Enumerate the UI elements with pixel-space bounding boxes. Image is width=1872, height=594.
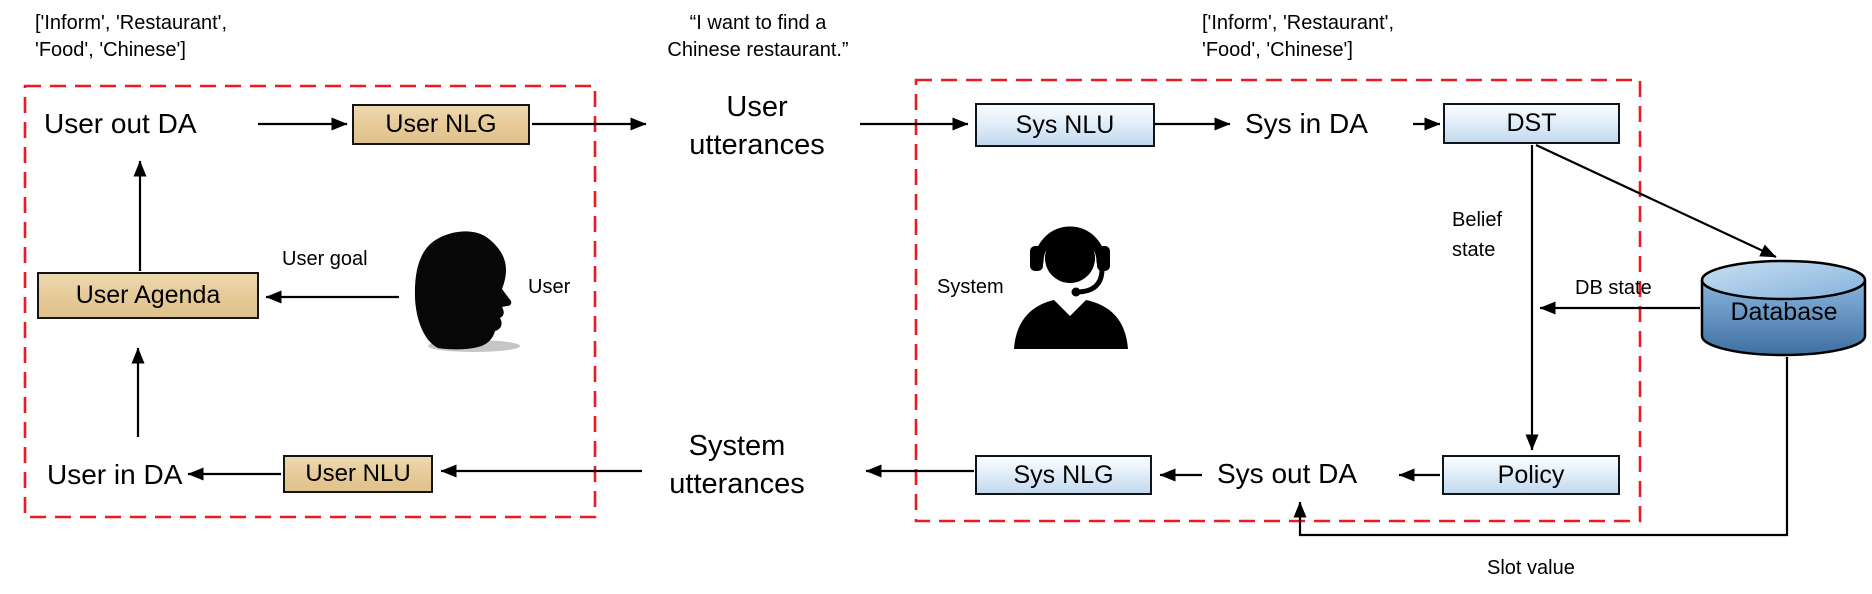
user-nlu-label: User NLU xyxy=(305,460,411,487)
db-state-label: DB state xyxy=(1575,277,1652,299)
database-icon xyxy=(1700,259,1867,357)
user-utterances-label: User utterances xyxy=(689,91,825,161)
flow-arrows xyxy=(131,117,1789,537)
user-agenda-box: User Agenda xyxy=(37,272,259,319)
user-nlu-box: User NLU xyxy=(283,455,433,493)
policy-label: Policy xyxy=(1497,460,1565,489)
system-boundary xyxy=(914,78,1642,523)
user-in-da-label: User in DA xyxy=(47,459,183,490)
system-da-list-annotation: ['Inform', 'Restaurant', 'Food', 'Chines… xyxy=(1202,12,1395,61)
user-nlg-box: User NLG xyxy=(352,104,530,145)
arrow-dst-to-database xyxy=(1535,144,1777,258)
user-goal-label: User goal xyxy=(282,248,368,270)
user-out-da-label: User out DA xyxy=(44,108,197,139)
slot-value-label: Slot value xyxy=(1487,557,1575,579)
headset-agent-icon xyxy=(1014,226,1128,349)
database-label: Database xyxy=(1730,298,1838,326)
user-nlg-label: User NLG xyxy=(385,110,497,138)
sys-nlu-box: Sys NLU xyxy=(975,103,1155,147)
user-da-list-annotation: ['Inform', 'Restaurant', 'Food', 'Chines… xyxy=(35,12,228,61)
user-utterance-example-quote: “I want to find a Chinese restaurant.” xyxy=(667,12,849,61)
sys-in-da-label: Sys in DA xyxy=(1245,108,1368,139)
user-label: User xyxy=(528,276,571,298)
dst-box: DST xyxy=(1443,103,1620,144)
policy-box: Policy xyxy=(1442,455,1620,495)
belief-state-label: Belief state xyxy=(1452,209,1503,261)
sys-nlg-label: Sys NLG xyxy=(1013,460,1114,489)
sys-out-da-label: Sys out DA xyxy=(1217,458,1358,489)
sys-nlu-label: Sys NLU xyxy=(1015,110,1115,139)
system-label: System xyxy=(937,276,1004,298)
user-simulator-boundary xyxy=(23,84,597,519)
user-head-icon xyxy=(414,231,520,352)
dst-label: DST xyxy=(1506,109,1557,137)
arrow-database-slot-value xyxy=(1293,357,1789,537)
sys-nlg-box: Sys NLG xyxy=(975,455,1152,495)
user-agenda-label: User Agenda xyxy=(75,281,221,309)
system-utterances-label: System utterances xyxy=(669,430,805,500)
